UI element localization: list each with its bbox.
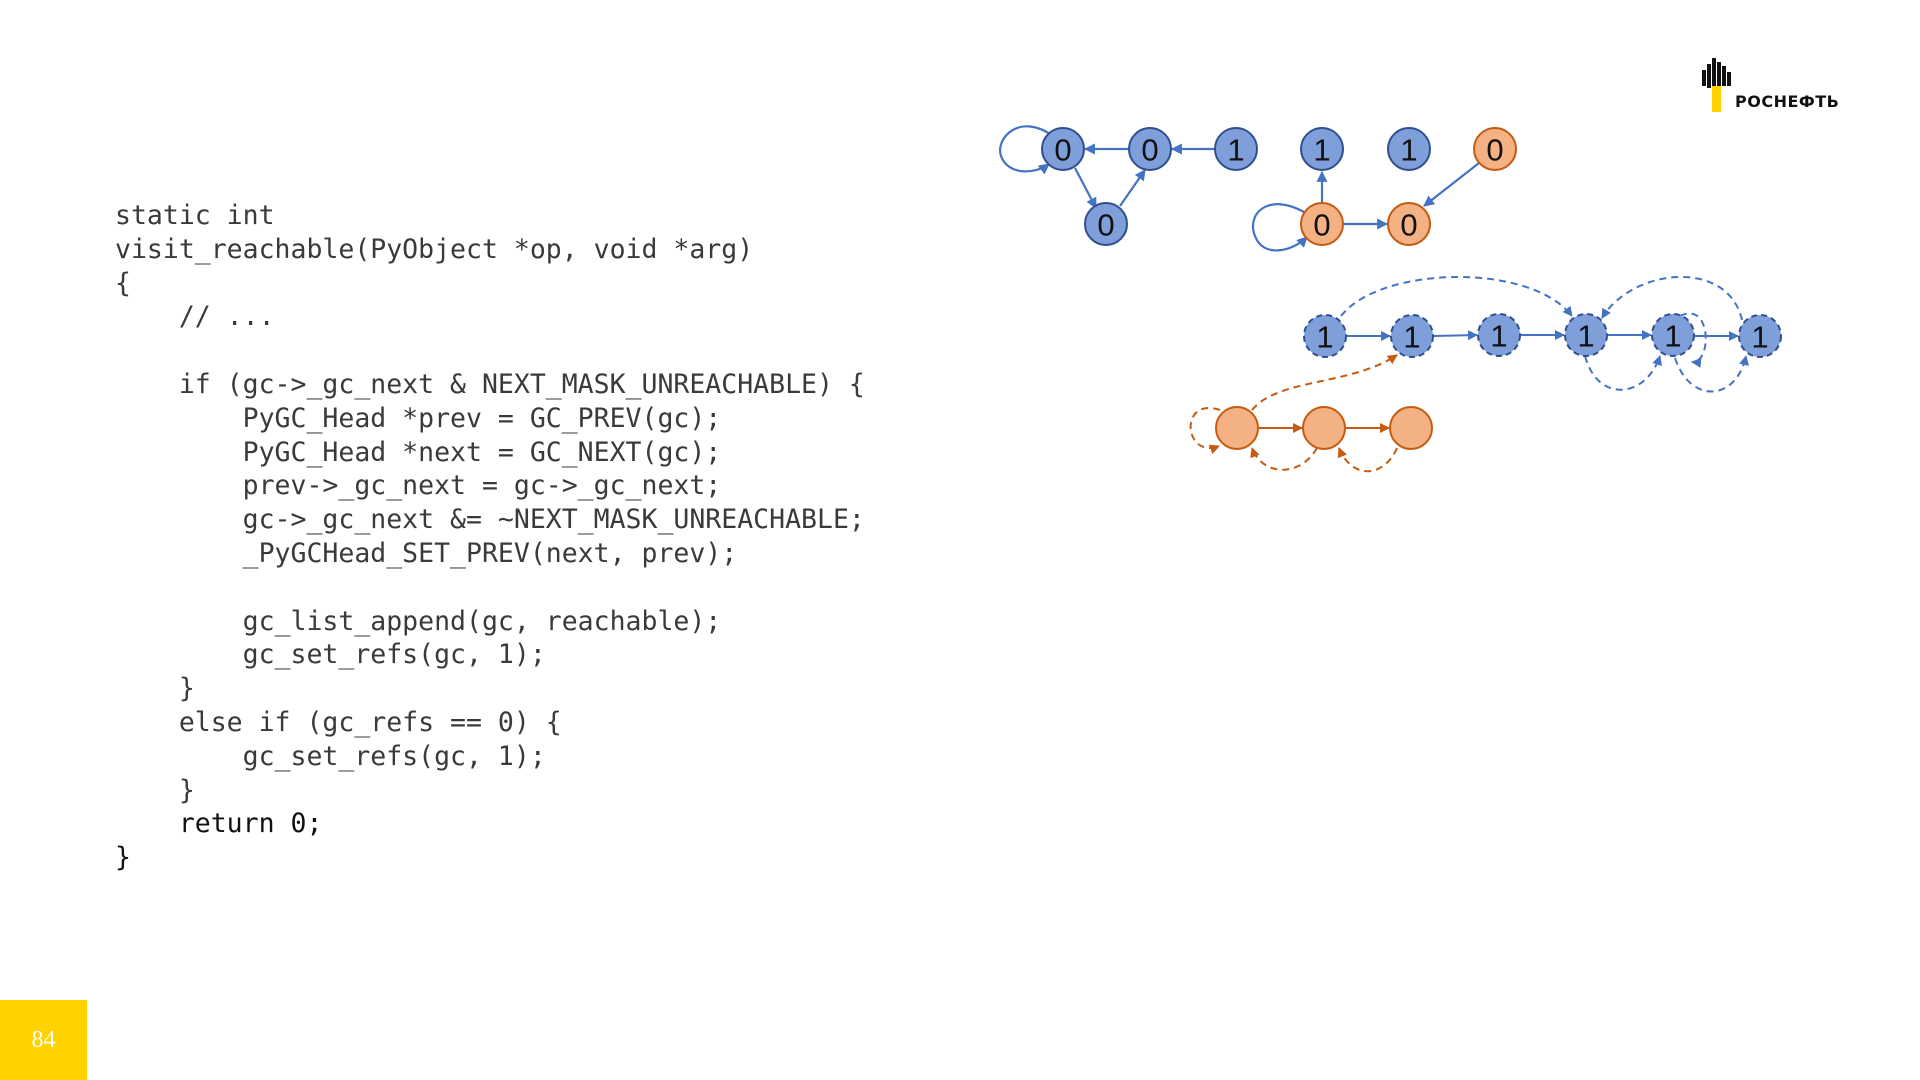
svg-text:1: 1 [1227,133,1244,168]
node-a: 0 [1041,127,1085,171]
list-edge-2-3 [1433,330,1478,341]
code-line: prev->_gc_next = gc->_gc_next; [115,470,722,502]
code-line: gc_set_refs(gc, 1); [115,639,546,671]
node-c: 1 [1214,127,1258,171]
ref-edge-6-to-4 [1601,275,1743,321]
unreachable-node-3 [1389,406,1433,450]
code-line: gc_list_append(gc, reachable); [115,605,722,637]
unreach-ref-1-to-reachable-2 [1251,354,1398,411]
node-e: 1 [1300,127,1344,171]
ref-edge-5-to-6 [1674,355,1749,393]
edge-a-to-d [1074,167,1097,209]
node-d: 0 [1084,202,1128,246]
svg-text:0: 0 [1054,133,1071,168]
svg-text:0: 0 [1400,208,1417,243]
ref-edge-1-to-4 [1340,276,1573,317]
reachable-node-6: 1 [1738,314,1782,358]
code-line: } [115,842,131,874]
ref-edge-5-self [1679,312,1707,368]
reachable-list-edges [1340,275,1749,393]
ref-edge-4-to-5 [1584,355,1662,391]
svg-text:1: 1 [1490,319,1507,354]
code-line: if (gc->_gc_next & NEXT_MASK_UNREACHABLE… [115,368,865,400]
code-line: gc_set_refs(gc, 1); [115,740,546,772]
svg-text:1: 1 [1403,320,1420,355]
reachable-node-1: 1 [1303,314,1347,358]
rosneft-logo: РОСНЕФТЬ [1700,56,1870,116]
code-line: PyGC_Head *prev = GC_PREV(gc); [115,402,722,434]
code-line: } [115,774,195,806]
reachable-node-2: 1 [1390,314,1434,358]
edge-a-self-loop [999,125,1054,175]
svg-text:0: 0 [1313,208,1330,243]
code-line: { [115,267,131,299]
code-line: PyGC_Head *next = GC_NEXT(gc); [115,436,722,468]
unreachable-node-2 [1302,406,1346,450]
rosneft-emblem-icon [1702,58,1731,112]
svg-text:1: 1 [1751,320,1768,355]
top-graph-edges [999,125,1480,252]
svg-text:1: 1 [1316,320,1333,355]
unreachable-list-nodes [1215,406,1433,450]
code-line: visit_reachable(PyObject *op, void *arg) [115,233,754,265]
logo-wordmark: РОСНЕФТЬ [1735,92,1840,111]
unreach-ref-1-self [1189,407,1221,454]
svg-text:0: 0 [1486,133,1503,168]
svg-text:0: 0 [1141,133,1158,168]
reachable-node-5: 1 [1651,313,1695,357]
code-line: } [115,673,195,705]
svg-text:1: 1 [1313,133,1330,168]
unreach-ref-3-to-2 [1337,447,1398,473]
svg-text:0: 0 [1097,208,1114,243]
edge-d-to-b [1119,169,1146,207]
reachable-node-3: 1 [1477,313,1521,357]
code-line: _PyGCHead_SET_PREV(next, prev); [115,537,738,569]
node-b: 0 [1128,127,1172,171]
unreachable-list-edges [1189,354,1398,473]
node-f: 1 [1387,127,1431,171]
code-line: else if (gc_refs == 0) { [115,706,562,738]
page-number-badge: 84 [0,1000,87,1080]
edge-g-to-i [1423,162,1480,207]
code-line: gc->_gc_next &= ~NEXT_MASK_UNREACHABLE; [115,504,865,536]
svg-text:1: 1 [1664,319,1681,354]
code-line: static int [115,200,275,231]
svg-text:1: 1 [1400,133,1417,168]
node-h: 0 [1300,202,1344,246]
code-line: return 0; [115,808,323,840]
unreach-ref-2-to-1 [1250,447,1318,471]
reachable-list-nodes: 1 1 1 1 1 1 [1303,313,1782,358]
edge-h-self-loop [1252,203,1308,252]
unreachable-node-1 [1215,406,1259,450]
top-graph-nodes: 0 0 1 0 1 1 0 [1041,127,1517,246]
node-g: 0 [1473,127,1517,171]
node-i: 0 [1387,202,1431,246]
svg-text:1: 1 [1577,319,1594,354]
code-line: // ... [115,301,275,333]
reachable-node-4: 1 [1564,313,1608,357]
